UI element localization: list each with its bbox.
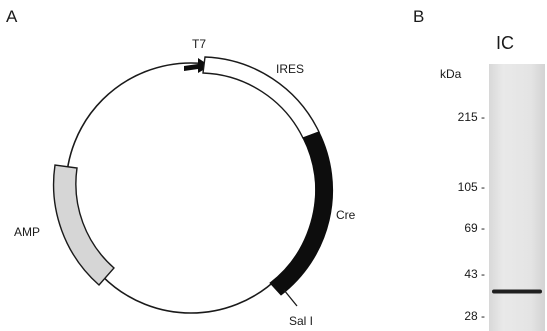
ires-label: IRES (276, 62, 304, 76)
cre-segment (269, 131, 334, 296)
panel-b-letter: B (413, 7, 424, 26)
kda-unit-label: kDa (440, 67, 462, 81)
protein-band (492, 289, 542, 294)
amp-label: AMP (14, 225, 40, 239)
marker-labels: 215 - 105 - 69 - 43 - 28 - (458, 110, 485, 323)
gel-lane (489, 64, 545, 331)
sal-label: Sal I (289, 314, 313, 328)
panel-a: A T7 IRES Cre AMP Sal I (6, 7, 356, 328)
panel-a-letter: A (6, 7, 18, 26)
cre-label: Cre (336, 208, 356, 222)
marker-label: 43 - (464, 267, 485, 281)
sal-site-tick (283, 289, 298, 307)
marker-label: 28 - (464, 309, 485, 323)
amp-segment (52, 164, 115, 286)
marker-label: 215 - (458, 110, 485, 124)
lane-label: IC (496, 33, 514, 53)
t7-label: T7 (192, 37, 206, 51)
marker-label: 69 - (464, 221, 485, 235)
marker-label: 105 - (458, 180, 485, 194)
panel-b: B IC kDa 215 - 105 - 69 - 43 - 28 - (413, 7, 545, 331)
